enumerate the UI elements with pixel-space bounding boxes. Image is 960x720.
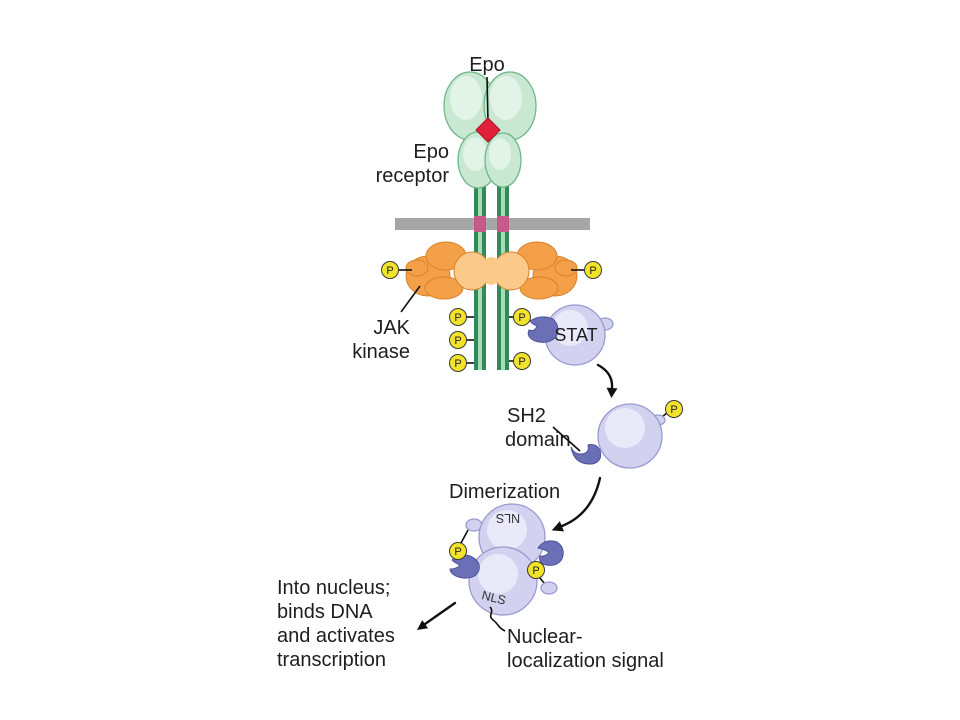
dimerization-arrow-head bbox=[551, 521, 564, 532]
phosphate-circle bbox=[665, 400, 683, 418]
stat-dimer: NLS NLS bbox=[449, 503, 564, 616]
nls-signal-label-line1: Nuclear- bbox=[507, 626, 583, 648]
phosphate-group: P bbox=[509, 352, 531, 370]
stat-bound-to-receptor: STAT bbox=[527, 304, 614, 366]
sh2-domain bbox=[449, 554, 480, 579]
nls-leader-line bbox=[489, 606, 506, 632]
sh2-domain bbox=[570, 444, 602, 465]
phosphate-link-line bbox=[460, 529, 469, 544]
nucleus-label-line1: Into nucleus; bbox=[277, 577, 390, 599]
phosphate-circle bbox=[449, 542, 467, 560]
jak-kinase-right bbox=[492, 241, 578, 300]
release-arrow-head bbox=[606, 387, 618, 398]
epo-leader-line bbox=[486, 76, 489, 123]
dimerization-label: Dimerization bbox=[449, 481, 560, 503]
sh2-domain-label-line2: domain bbox=[505, 429, 571, 451]
jak-kinase-left bbox=[405, 241, 491, 300]
epo-receptor-label-line2: receptor bbox=[376, 165, 450, 187]
phosphate-label: P bbox=[589, 265, 596, 277]
phosphate-circle bbox=[449, 354, 467, 372]
phosphate-label: P bbox=[454, 335, 461, 347]
jak-lobe bbox=[405, 259, 429, 277]
phosphate-label: P bbox=[518, 356, 525, 368]
sh2-domain-leader-line bbox=[552, 426, 581, 452]
phosphate-group: P bbox=[665, 400, 683, 418]
epo-ligand-label: Epo bbox=[469, 54, 505, 76]
receptor-highlight bbox=[450, 76, 482, 120]
phosphate-group: P bbox=[449, 542, 467, 560]
jak-kinase-label-line1: JAK bbox=[373, 317, 410, 339]
nls-signal-label-line2: localization signal bbox=[507, 650, 664, 672]
jak-lobe bbox=[554, 259, 578, 277]
phosphate-circle bbox=[527, 561, 545, 579]
phosphate-label: P bbox=[518, 312, 525, 324]
phosphate-circle bbox=[449, 308, 467, 326]
phosphate-group: P bbox=[381, 261, 412, 279]
stat-highlight bbox=[478, 554, 518, 594]
receptor-highlight bbox=[463, 137, 487, 171]
receptor-highlight bbox=[489, 138, 511, 170]
sh2-domain bbox=[537, 540, 564, 566]
phosphate-circle bbox=[584, 261, 602, 279]
phosphate-group: P bbox=[449, 308, 474, 326]
jak-kinase-label-line2: kinase bbox=[352, 341, 410, 363]
epo-ligand-diamond bbox=[475, 117, 501, 143]
receptor-highlight bbox=[490, 76, 522, 120]
stat-highlight bbox=[487, 510, 527, 550]
phosphate-group: P bbox=[527, 561, 545, 579]
phosphate-group: P bbox=[449, 331, 474, 349]
phosphate-label: P bbox=[454, 358, 461, 370]
phosphate-label: P bbox=[386, 265, 393, 277]
nucleus-label-line3: and activates bbox=[277, 625, 395, 647]
release-arrow bbox=[596, 363, 614, 390]
phosphate-label: P bbox=[532, 565, 539, 577]
phosphate-circle bbox=[381, 261, 399, 279]
stat-highlight bbox=[605, 408, 645, 448]
epo-receptor-label-line1: Epo bbox=[413, 141, 449, 163]
phosphate-circle bbox=[513, 352, 531, 370]
stat-tail bbox=[540, 581, 558, 595]
phosphate-label: P bbox=[454, 312, 461, 324]
nucleus-label-line2: binds DNA bbox=[277, 601, 373, 623]
nls-label-upper: NLS bbox=[496, 511, 520, 525]
phosphate-circle bbox=[449, 331, 467, 349]
nucleus-label-line4: transcription bbox=[277, 649, 386, 671]
nucleus-arrow-head bbox=[417, 620, 428, 630]
nucleus-arrow bbox=[423, 601, 457, 626]
jak-center-lobe bbox=[481, 257, 502, 285]
phosphate-label: P bbox=[670, 404, 677, 416]
transmembrane-segment-left bbox=[474, 216, 486, 232]
stat-highlight bbox=[552, 310, 588, 346]
stat-label: STAT bbox=[554, 325, 597, 345]
dimerization-arrow bbox=[560, 476, 602, 528]
phosphate-label: P bbox=[454, 546, 461, 558]
sh2-domain-label-line1: SH2 bbox=[507, 405, 546, 427]
nls-label-lower: NLS bbox=[480, 588, 507, 607]
stat-released bbox=[570, 403, 668, 469]
transmembrane-segment-right bbox=[497, 216, 509, 232]
phosphate-group: P bbox=[449, 354, 474, 372]
phosphate-group: P bbox=[571, 261, 602, 279]
jak-kinase-leader-line bbox=[400, 285, 421, 313]
sh2-domain bbox=[527, 316, 559, 343]
phosphate-circle bbox=[513, 308, 531, 326]
phosphate-group: P bbox=[509, 308, 531, 326]
plasma-membrane bbox=[395, 218, 590, 230]
